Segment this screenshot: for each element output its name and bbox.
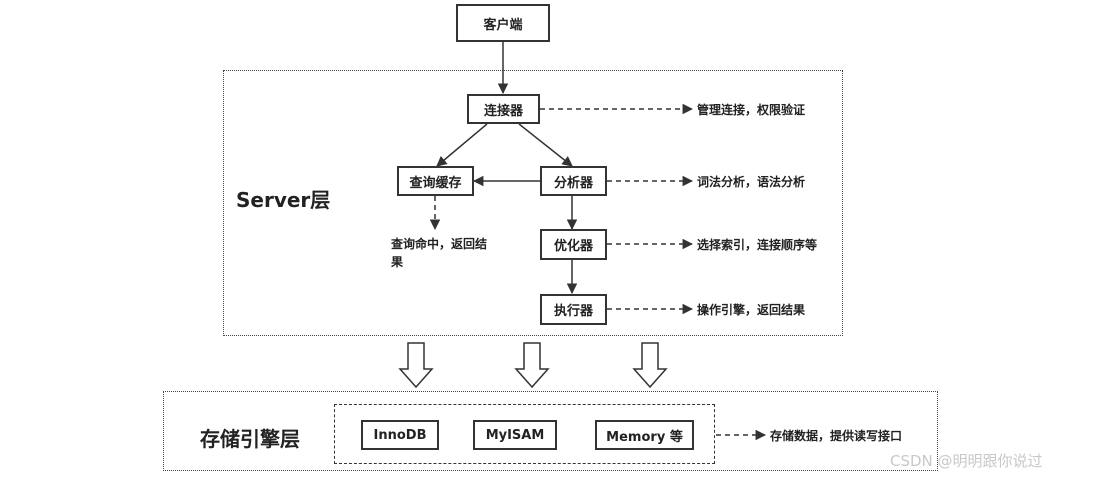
engine-memory: Memory 等	[595, 420, 694, 450]
optimizer-node: 优化器	[540, 229, 607, 260]
storage-engine-layer-label: 存储引擎层	[200, 427, 300, 451]
hollow-down-arrow	[514, 342, 550, 389]
executor-note: 操作引擎，返回结果	[697, 303, 806, 317]
analyzer-note: 词法分析，语法分析	[697, 175, 806, 189]
engine-innodb: InnoDB	[361, 420, 439, 450]
server-layer-label: Server层	[236, 188, 331, 212]
executor-node: 执行器	[540, 294, 607, 325]
hollow-down-arrow	[632, 342, 668, 389]
client-node: 客户端	[456, 4, 550, 42]
engine-note: 存储数据，提供读写接口	[770, 429, 903, 443]
watermark: CSDN @明明跟你说过	[890, 452, 1043, 470]
optimizer-note: 选择索引，连接顺序等	[697, 238, 818, 252]
storage-engine-layer-region	[163, 391, 938, 471]
query-cache-note: 查询命中，返回结果	[391, 237, 488, 269]
connector-node: 连接器	[467, 94, 540, 124]
hollow-down-arrow	[398, 342, 434, 389]
connector-to-cache-arrow	[436, 123, 488, 167]
engine-myisam: MyISAM	[473, 420, 557, 450]
connector-to-analyzer-arrow	[518, 123, 573, 167]
query-cache-node: 查询缓存	[397, 166, 474, 196]
connector-note: 管理连接，权限验证	[697, 103, 806, 117]
server-layer-region	[223, 70, 843, 336]
engine-group-frame	[334, 404, 715, 464]
analyzer-node: 分析器	[540, 166, 607, 196]
